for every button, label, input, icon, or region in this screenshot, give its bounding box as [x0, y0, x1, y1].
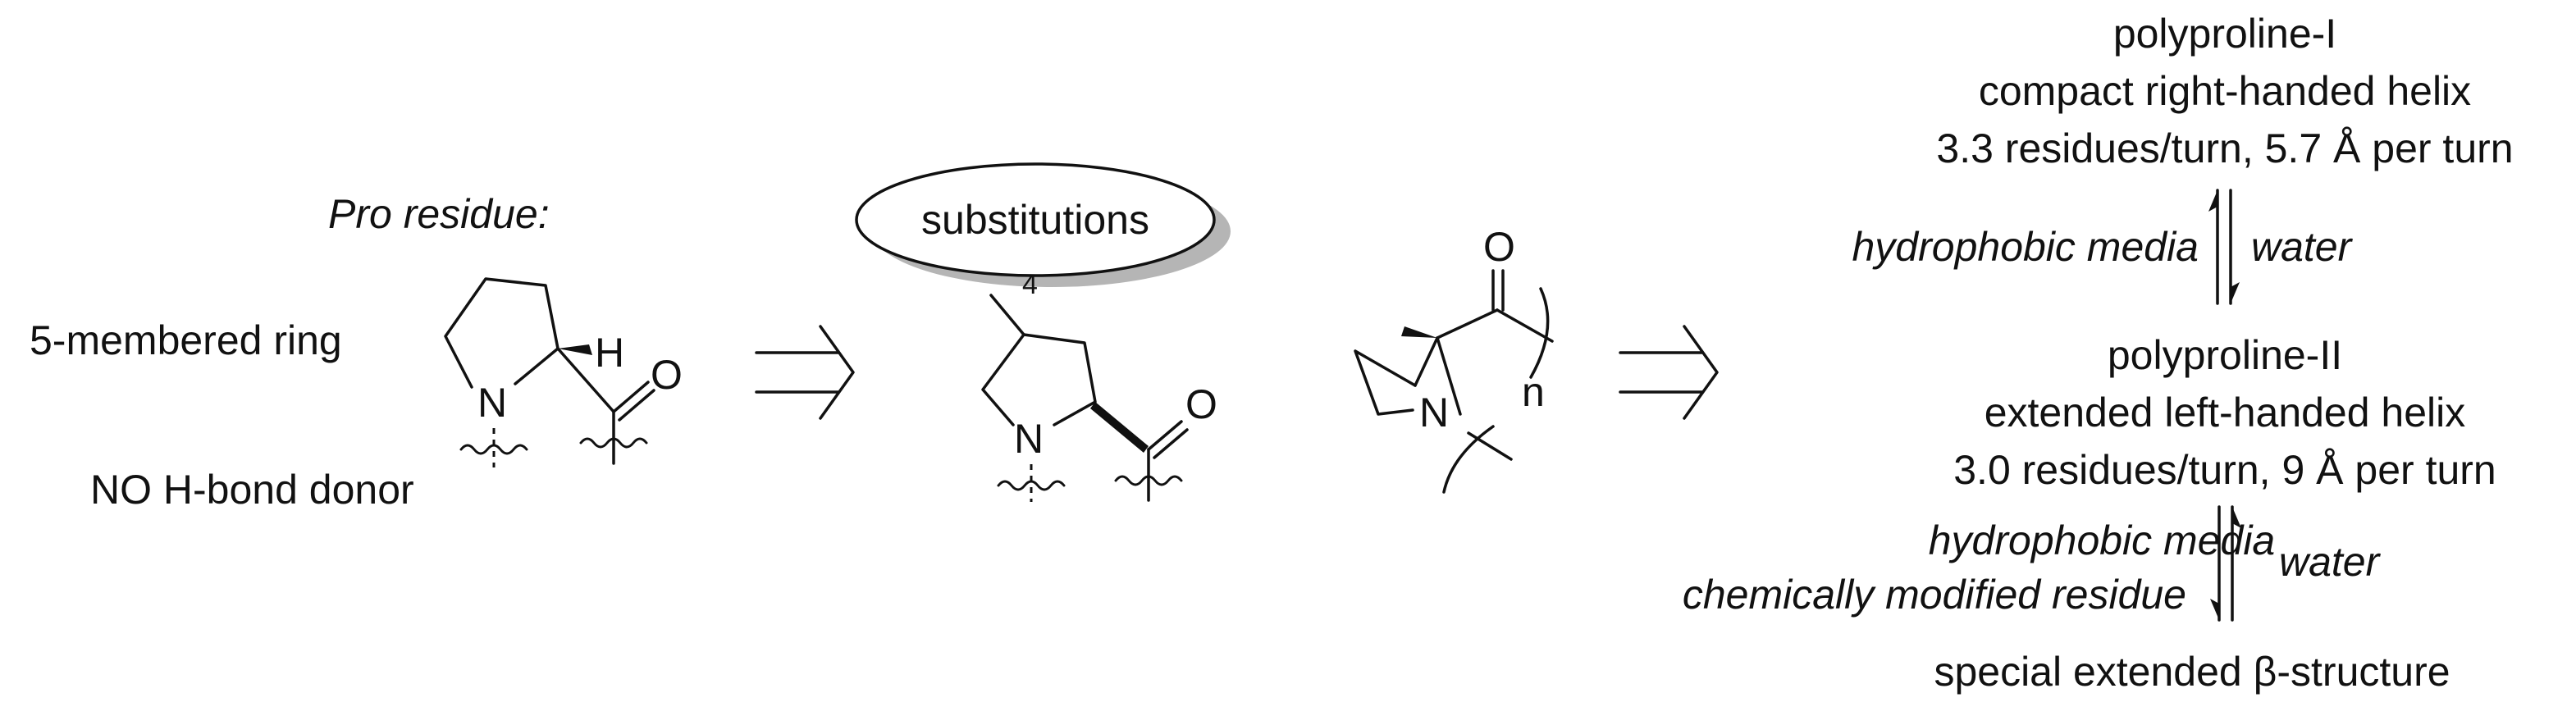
c-terminus-wavy — [1114, 475, 1183, 486]
beta-structure-label: special extended β-structure — [1934, 649, 2450, 695]
ring-bond-alpha — [1414, 336, 1439, 387]
eq2-left-label-1: hydrophobic media — [1929, 518, 2276, 563]
eq2-left-label-2: chemically modified residue — [1683, 572, 2186, 618]
polyproline-polymer-panel: N O n — [1354, 224, 1554, 494]
carbonyl-bond-1 — [612, 381, 650, 413]
substituted-proline-panel: substitutions 4 N O — [855, 162, 1231, 502]
ppi-description: compact right-handed helix — [1979, 68, 2471, 114]
eq2-right-label: water — [2279, 539, 2382, 585]
eq1-left-label: hydrophobic media — [1852, 224, 2199, 270]
c-terminus-wavy — [579, 437, 648, 449]
wedge-bond-carbonyl — [1090, 402, 1149, 453]
ppi-parameters: 3.3 residues/turn, 5.7 Å per turn — [1936, 125, 2513, 171]
equilibrium-arrows-2 — [2210, 505, 2241, 622]
carbonyl-bond-2 — [618, 389, 655, 422]
equilibrium-arrows-1 — [2208, 189, 2240, 305]
ppi-title: polyproline-I — [2113, 11, 2336, 57]
pro-residue-panel: Pro residue: 5-membered ring NO H-bond d… — [30, 191, 683, 513]
atom-o: O — [1483, 224, 1515, 270]
ring-bond-n — [1436, 336, 1462, 416]
ring-bonds — [1354, 349, 1417, 416]
atom-n: N — [1419, 390, 1449, 435]
substituted-structure: 4 N O — [981, 269, 1217, 502]
ppii-description: extended left-handed helix — [1985, 390, 2466, 435]
carbonyl-bond-2 — [1153, 428, 1189, 459]
carbonyl-bond-1 — [1147, 420, 1183, 451]
ring-bonds — [1022, 333, 1097, 426]
ring-bond-n — [514, 347, 560, 385]
alpha-carbonyl-bond — [556, 347, 615, 413]
pro-residue-title: Pro residue: — [328, 191, 550, 237]
n-terminus-wavy — [459, 444, 528, 455]
repeat-bracket-top — [1529, 287, 1550, 379]
balloon-label: substitutions — [921, 197, 1149, 243]
n-terminus-wavy — [997, 480, 1066, 491]
ppii-parameters: 3.0 residues/turn, 9 Å per turn — [1953, 447, 2496, 493]
retro-arrow-2 — [1619, 325, 1719, 420]
repeat-n-label: n — [1522, 369, 1545, 415]
atom-n: N — [477, 380, 507, 426]
eq1-right-label: water — [2251, 224, 2354, 270]
atom-h: H — [595, 330, 624, 376]
backbone-bond-out — [1496, 308, 1554, 343]
conformations-panel: polyproline-I compact right-handed helix… — [1683, 11, 2514, 695]
ppii-title: polyproline-II — [2108, 332, 2342, 378]
atom-n: N — [1014, 416, 1044, 462]
wedge-bond — [1401, 326, 1437, 338]
repeat-bracket-bottom — [1442, 425, 1495, 494]
hbond-label: NO H-bond donor — [90, 467, 414, 513]
position-4-label: 4 — [1022, 269, 1038, 300]
alpha-carbonyl-bond — [1436, 308, 1499, 340]
ring-bonds-left — [981, 333, 1025, 426]
atom-o: O — [651, 352, 683, 398]
atom-o: O — [1185, 381, 1217, 427]
retro-arrow-1 — [755, 325, 855, 420]
ring-label: 5-membered ring — [30, 317, 342, 363]
substitutions-balloon — [855, 162, 1216, 277]
backbone-bond-in — [1467, 431, 1513, 461]
wedge-bond-h — [558, 344, 592, 355]
ring-bonds — [444, 277, 560, 389]
proline-structure: N H O — [444, 277, 683, 467]
carbonyl-double-bond — [1491, 269, 1505, 312]
substituent-bond — [989, 294, 1025, 336]
